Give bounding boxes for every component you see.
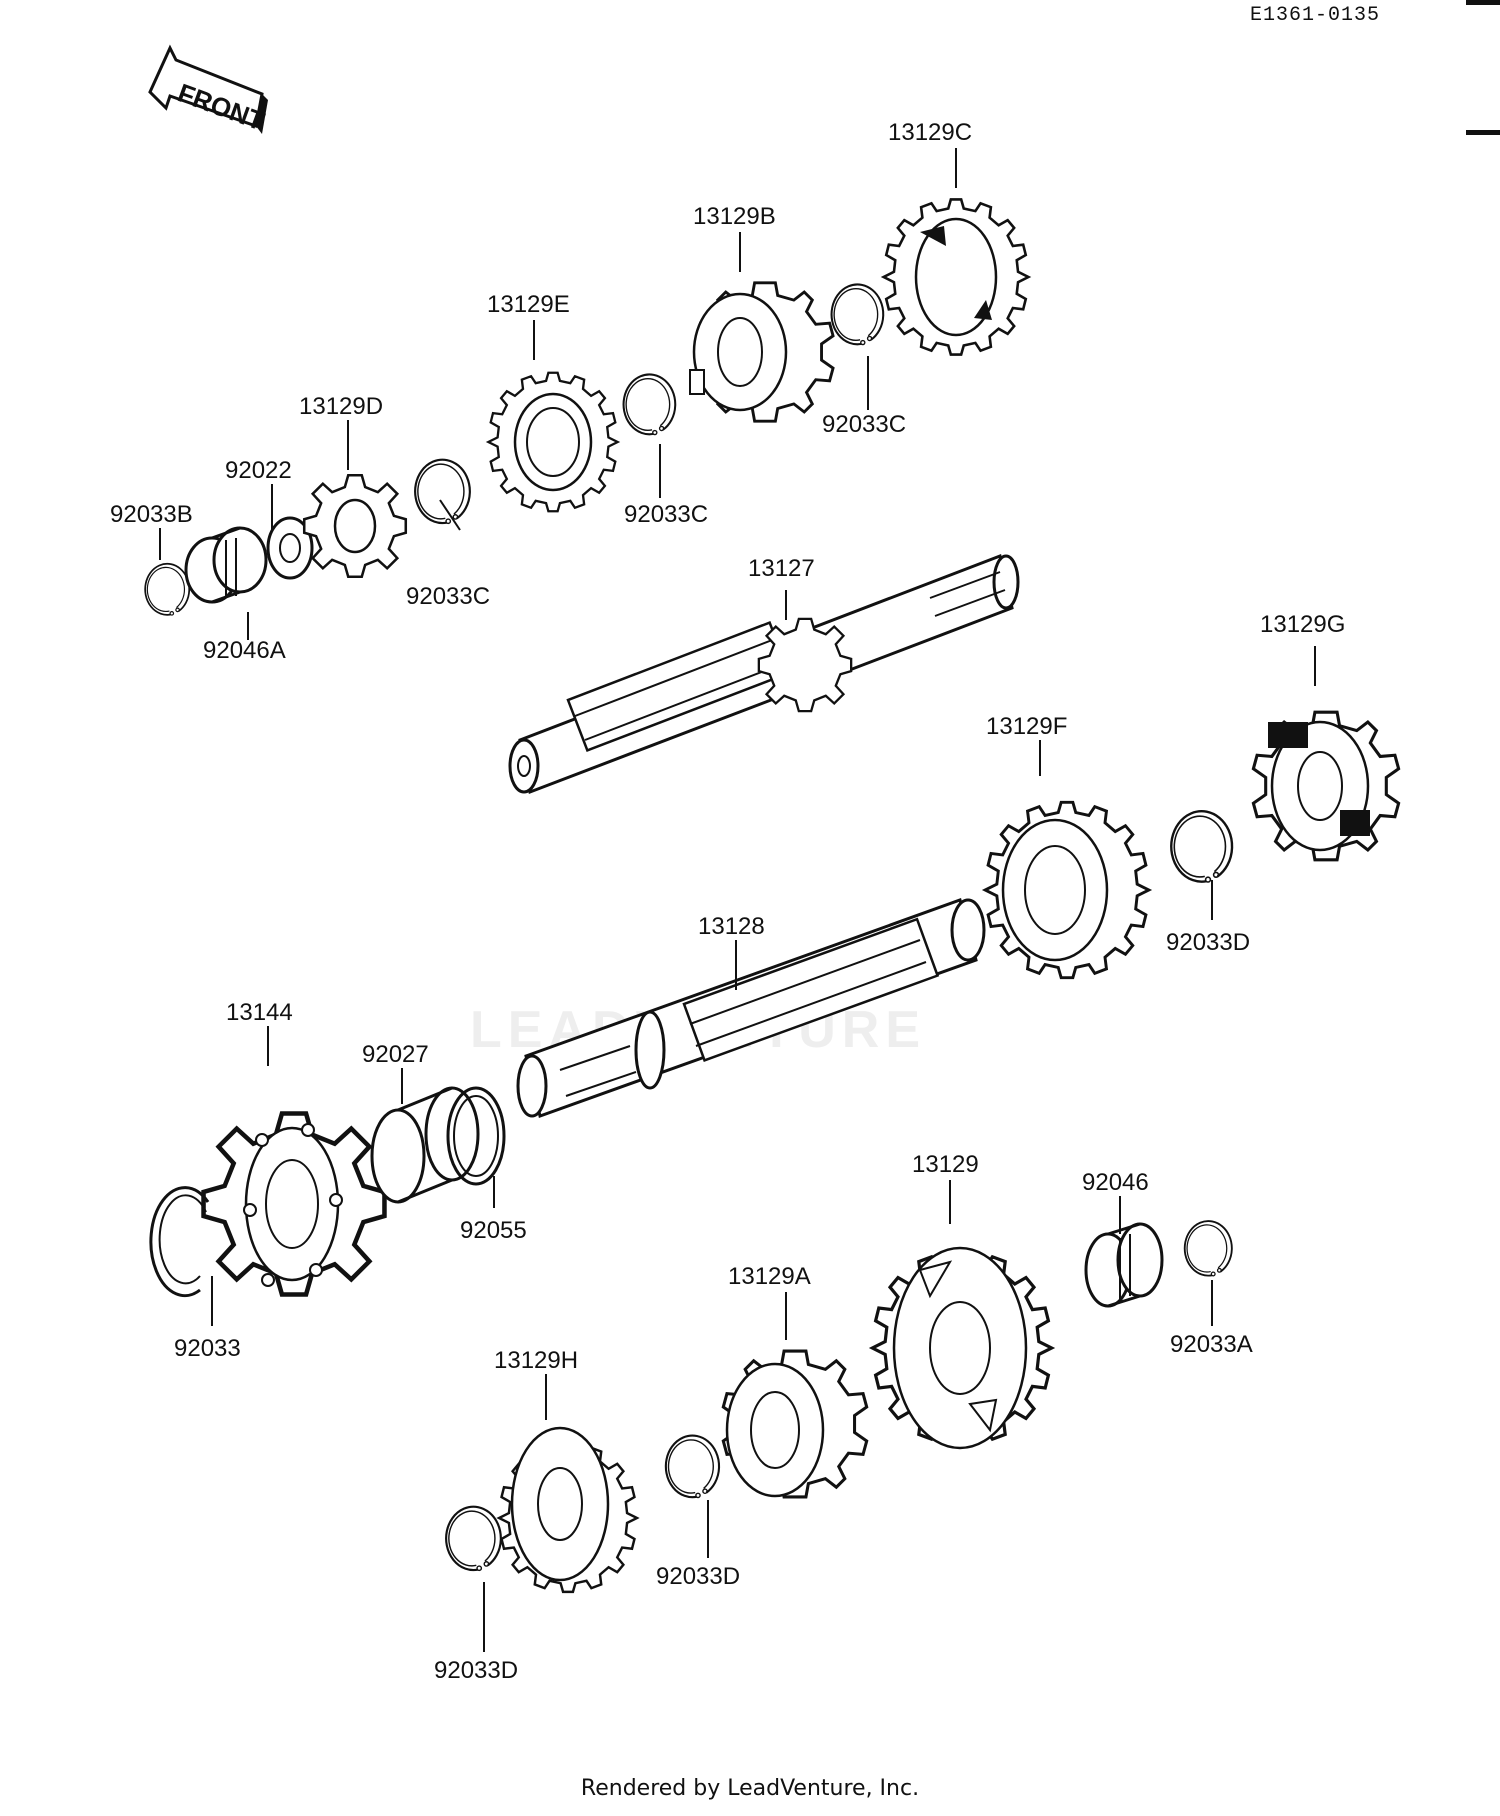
gear-13129D xyxy=(302,473,408,579)
gear-13129 xyxy=(870,1246,1054,1450)
label-13128: 13128 xyxy=(698,913,765,940)
label-92033D-2: 92033D xyxy=(656,1563,740,1590)
circlip-92033D-2 xyxy=(664,1434,721,1499)
diagram-code: E1361-0135 xyxy=(1250,4,1381,27)
countershaft-13127 xyxy=(508,553,1020,795)
label-92046: 92046 xyxy=(1082,1169,1149,1196)
label-92033A: 92033A xyxy=(1170,1331,1253,1358)
label-92033C-2: 92033C xyxy=(624,501,708,528)
label-92033B: 92033B xyxy=(110,501,193,528)
circlip-92033A xyxy=(1183,1219,1234,1278)
gear-13129B xyxy=(689,281,835,423)
label-13129F: 13129F xyxy=(986,713,1067,740)
gear-13129E xyxy=(486,371,619,513)
collar-92027 xyxy=(370,1086,480,1204)
circlip-92033 xyxy=(149,1186,210,1298)
gear-13129C xyxy=(882,197,1030,356)
label-92033D-3: 92033D xyxy=(434,1657,518,1684)
sprocket-13144 xyxy=(204,1114,385,1295)
gear-13129A xyxy=(721,1349,869,1499)
gear-13129G xyxy=(1251,710,1401,862)
label-92022: 92022 xyxy=(225,457,292,484)
needle-bearing-92046 xyxy=(1084,1222,1164,1308)
edge-mark-top xyxy=(1466,0,1500,5)
needle-bearing-92046A xyxy=(184,526,268,604)
edge-mark xyxy=(1466,130,1500,135)
label-92055: 92055 xyxy=(460,1217,527,1244)
circlip-92033C-3 xyxy=(830,283,885,346)
gear-13129F xyxy=(983,800,1151,980)
label-92027: 92027 xyxy=(362,1041,429,1068)
label-92033C-3: 92033C xyxy=(822,411,906,438)
label-13129A: 13129A xyxy=(728,1263,811,1290)
circlip-92033D-3 xyxy=(444,1505,503,1572)
circlip-92033C-1 xyxy=(413,458,472,525)
front-arrow-icon: FRONT xyxy=(148,44,268,136)
circlip-92033C-2 xyxy=(622,373,677,436)
label-13129H: 13129H xyxy=(494,1347,578,1374)
label-13129G: 13129G xyxy=(1260,611,1345,638)
label-13129B: 13129B xyxy=(693,203,776,230)
label-92033: 92033 xyxy=(174,1335,241,1362)
oring-92055 xyxy=(446,1086,506,1186)
label-13129: 13129 xyxy=(912,1151,979,1178)
label-92033C-1: 92033C xyxy=(406,583,490,610)
washer-92022 xyxy=(266,516,314,580)
footer-credit: Rendered by LeadVenture, Inc. xyxy=(580,1776,920,1801)
driveshaft-13128 xyxy=(516,898,986,1118)
gear-13129H xyxy=(497,1426,639,1594)
circlip-92033D-1 xyxy=(1169,809,1234,884)
label-13129E: 13129E xyxy=(487,291,570,318)
label-13127: 13127 xyxy=(748,555,815,582)
label-92046A: 92046A xyxy=(203,637,286,664)
circlip-92033B xyxy=(144,562,191,617)
label-13129C: 13129C xyxy=(888,119,972,146)
leader-lines xyxy=(159,148,1316,1652)
label-92033D-1: 92033D xyxy=(1166,929,1250,956)
label-13129D: 13129D xyxy=(299,393,383,420)
label-13144: 13144 xyxy=(226,999,293,1026)
